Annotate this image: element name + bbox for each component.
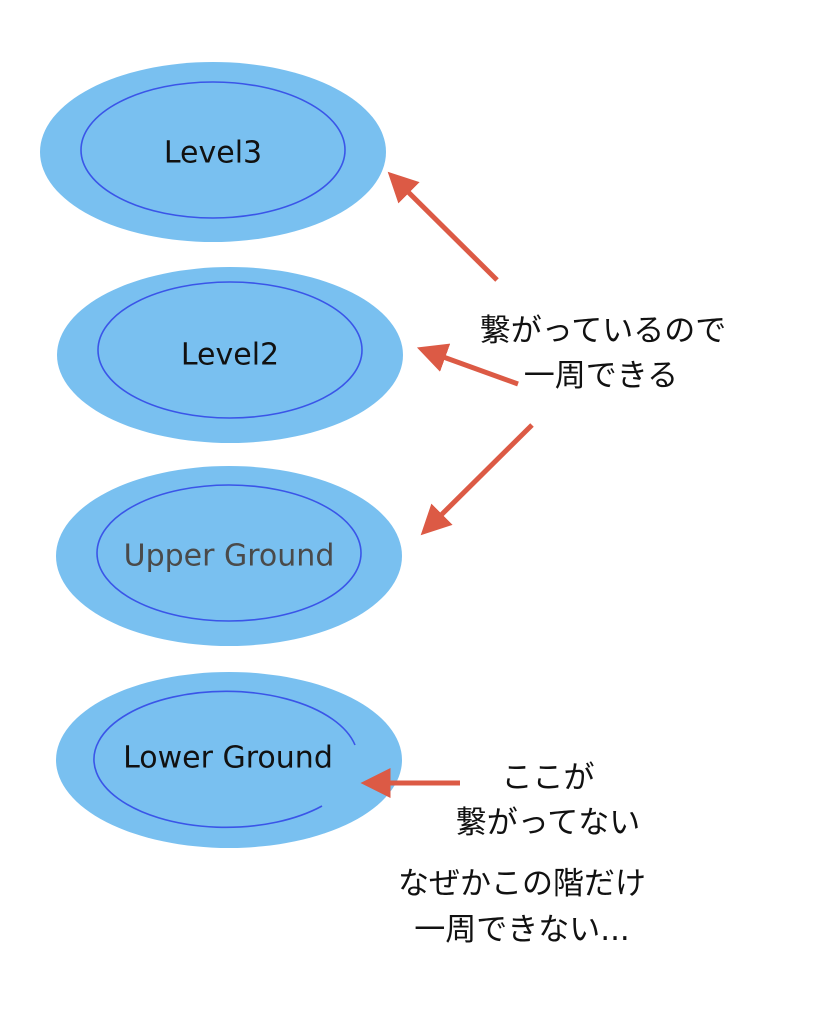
floor-ellipse [56, 466, 402, 646]
loop-ring-closed [80, 81, 346, 219]
floor-label: Level2 [181, 338, 279, 373]
note-line: 一周できる [524, 358, 678, 394]
loop-ring-closed [97, 281, 363, 419]
arrow-to-level3 [387, 171, 499, 282]
note-connected: 繋がっているので 一周できる [480, 313, 726, 394]
note-line: 繋がっているので [480, 313, 726, 349]
loop-ring-closed [96, 484, 362, 622]
floor-label: Upper Ground [124, 539, 335, 574]
floor-label: Level3 [164, 136, 262, 171]
loop-ring-open [93, 690, 356, 829]
floor-ellipse [57, 267, 403, 443]
floor-level3: Level3 [40, 62, 386, 242]
arrow-to-upper-ground [420, 423, 534, 536]
floor-ellipse [40, 62, 386, 242]
note-line: ここが [502, 760, 595, 796]
floor-upper-ground: Upper Ground [56, 466, 402, 646]
note-question: なぜかこの階だけ 一周できない... [398, 866, 646, 948]
note-line: 一周できない... [414, 912, 630, 948]
arrow-to-level2 [416, 343, 519, 387]
floor-lower-ground: Lower Ground [56, 672, 402, 848]
floor-level2: Level2 [57, 267, 403, 443]
floor-ellipse [56, 672, 402, 848]
note-not-connected: ここが 繋がってない [456, 760, 640, 841]
note-line: なぜかこの階だけ [398, 866, 646, 902]
note-line: 繋がってない [456, 805, 640, 841]
floor-label: Lower Ground [123, 741, 333, 776]
